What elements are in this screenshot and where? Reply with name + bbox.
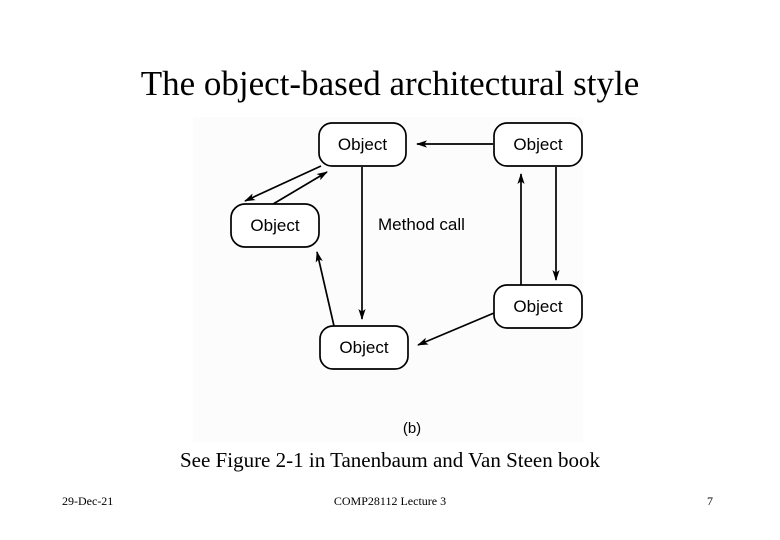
edge-topleft-to-left xyxy=(244,165,322,202)
node-label: Object xyxy=(339,338,388,357)
footer-page-number: 7 xyxy=(707,494,713,508)
node-label: Object xyxy=(250,216,299,235)
footer-course: COMP28112 Lecture 3 xyxy=(333,494,447,508)
node-box xyxy=(493,284,583,329)
node-object-left: Object xyxy=(230,203,320,248)
node-object-right-bottom: Object xyxy=(493,284,583,329)
node-box xyxy=(230,203,320,248)
node-label: Object xyxy=(338,135,387,154)
node-object-top-right: Object xyxy=(493,122,583,167)
edge-bottom-to-left xyxy=(315,251,338,340)
figure-sublabel: (b) xyxy=(403,420,421,437)
figure-caption: See Figure 2-1 in Tanenbaum and Van Stee… xyxy=(179,448,600,472)
node-object-top-left: Object xyxy=(318,122,407,167)
architecture-diagram: Object Object Object Object Object xyxy=(193,117,583,442)
node-box xyxy=(493,122,583,167)
page-title: The object-based architectural style xyxy=(140,64,640,104)
node-object-bottom: Object xyxy=(319,325,409,370)
method-call-label: Method call xyxy=(378,215,465,234)
footer-date: 29-Dec-21 xyxy=(62,494,114,508)
node-label: Object xyxy=(513,297,562,316)
edge-rightbottom-to-bottom xyxy=(417,312,495,346)
diagram-svg: Object Object Object Object Object xyxy=(230,122,583,437)
node-label: Object xyxy=(513,135,562,154)
node-box xyxy=(318,122,407,167)
node-box xyxy=(319,325,409,370)
slide-footer: 29-Dec-21 COMP28112 Lecture 3 7 xyxy=(0,494,780,514)
